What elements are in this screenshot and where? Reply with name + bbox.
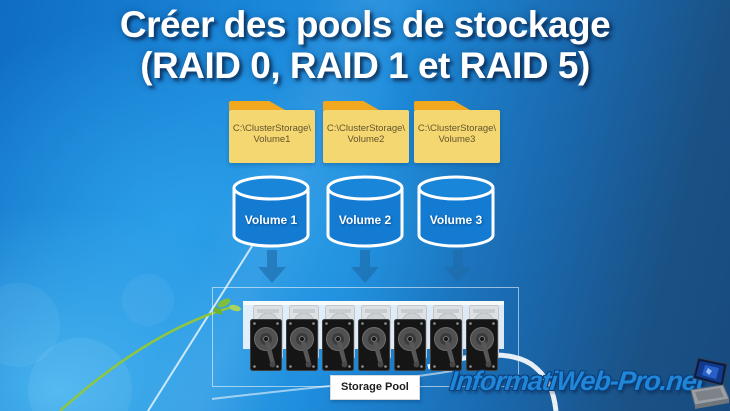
folder-icon-volume3: C:\ClusterStorage\ Volume3 <box>414 101 500 163</box>
disk-cylinder-icon-volume1: Volume 1 <box>230 173 312 251</box>
folder-path: C:\ClusterStorage\ <box>417 123 497 134</box>
folder-icon-volume1: C:\ClusterStorage\ Volume1 <box>229 101 315 163</box>
bokeh-circle <box>0 283 60 367</box>
folder-path: C:\ClusterStorage\ <box>232 123 312 134</box>
title-line-1: Créer des pools de stockage <box>119 4 611 45</box>
disk-cylinder-icon-volume3: Volume 3 <box>415 173 497 251</box>
folder-name: Volume3 <box>438 134 476 145</box>
down-arrow-icon <box>351 250 379 283</box>
title-line-2: (RAID 0, RAID 1 et RAID 5) <box>140 45 590 86</box>
cylinder-shape <box>417 175 495 248</box>
folder-path: C:\ClusterStorage\ <box>326 123 406 134</box>
watermark-text: InformatiWeb-Pro.net <box>448 366 706 396</box>
bokeh-circle <box>122 274 174 326</box>
folder-label: C:\ClusterStorage\ Volume2 <box>323 123 409 145</box>
folder-label: C:\ClusterStorage\ Volume1 <box>229 123 315 145</box>
disk-cylinder-icon-volume2: Volume 2 <box>324 173 406 251</box>
folder-tab <box>229 101 285 110</box>
green-branch-curve <box>59 305 233 411</box>
hard-disk-icon <box>286 319 318 371</box>
white-swoosh-curve <box>427 352 559 411</box>
hard-disk-icon <box>394 319 426 371</box>
hard-disk-icon <box>466 319 498 371</box>
down-arrow-icon <box>444 250 472 283</box>
bokeh-circle <box>28 338 132 411</box>
folder-tab <box>414 101 470 110</box>
cylinder-shape <box>232 175 310 248</box>
folder-icon-volume2: C:\ClusterStorage\ Volume2 <box>323 101 409 163</box>
laptop-icon <box>690 357 729 409</box>
volume-label: Volume 1 <box>244 213 298 227</box>
hard-disk-icon <box>430 319 462 371</box>
hard-disk-icon <box>250 319 282 371</box>
down-arrow-icon <box>258 250 286 283</box>
folder-name: Volume1 <box>253 134 291 145</box>
folder-label: C:\ClusterStorage\ Volume3 <box>414 123 500 145</box>
diagonal-light-line <box>147 223 267 411</box>
hard-disk-icon <box>322 319 354 371</box>
volume-label: Volume 2 <box>338 213 392 227</box>
leaf-icon <box>213 298 241 315</box>
folder-name: Volume2 <box>347 134 385 145</box>
volume-label: Volume 3 <box>429 213 483 227</box>
cylinder-shape <box>326 175 404 248</box>
page-title: Créer des pools de stockage (RAID 0, RAI… <box>0 4 730 86</box>
folder-tab <box>323 101 379 110</box>
storage-pool-label: Storage Pool <box>330 375 420 400</box>
hard-disk-icon <box>358 319 390 371</box>
